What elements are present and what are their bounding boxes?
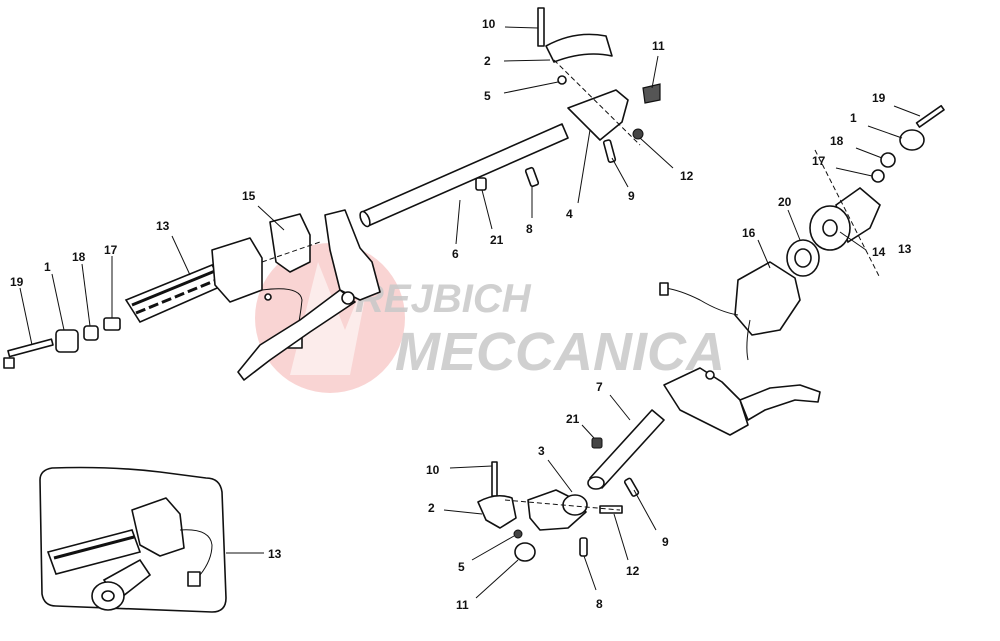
part-master-cylinder-left <box>324 209 381 301</box>
part-clamp-4-upper <box>567 89 629 141</box>
part-ring-20-inner <box>794 248 812 268</box>
callout-20: 20 <box>778 195 792 209</box>
callout-2-upper: 2 <box>484 54 491 68</box>
callout-4-upper: 4 <box>566 207 573 221</box>
part-bolt-19-right <box>915 104 945 128</box>
inset-throttle-bore <box>101 590 115 602</box>
callout-1-right: 1 <box>850 111 857 125</box>
part-nut-21-upper <box>475 177 487 191</box>
part-washer-18-left <box>83 325 99 341</box>
callout-18-left: 18 <box>72 250 86 264</box>
callout-21-upper: 21 <box>490 233 504 247</box>
part-bar-end-1-right <box>899 129 925 151</box>
part-clamp-2-lower <box>477 494 517 529</box>
callout-9-upper: 9 <box>628 189 635 203</box>
right-handlebar-assembly <box>659 104 945 361</box>
callout-11-lower: 11 <box>456 598 469 612</box>
callout-5-lower: 5 <box>458 560 465 574</box>
callout-10-upper: 10 <box>482 17 496 31</box>
callout-3: 3 <box>538 444 545 458</box>
axis-left-assembly <box>261 241 321 263</box>
callout-6: 6 <box>452 247 459 261</box>
callouts: 10 2 5 11 12 9 4 8 21 6 15 13 19 1 18 17… <box>10 17 912 612</box>
cable-connector-right <box>659 282 669 296</box>
watermark-line2: MECCANICA <box>395 322 725 382</box>
left-handlebar-assembly <box>3 209 381 381</box>
cable-right <box>664 287 739 316</box>
part-tube-6 <box>359 123 569 228</box>
callout-16: 16 <box>742 226 756 240</box>
callout-5-upper: 5 <box>484 89 491 103</box>
leader-lines <box>19 26 921 599</box>
part-lever-left <box>237 289 356 381</box>
callout-1-left: 1 <box>44 260 51 274</box>
part-cap-11-upper <box>642 83 661 104</box>
callout-18-right: 18 <box>830 134 844 148</box>
part-pin-9-upper <box>602 139 617 164</box>
axis-upper-clamp <box>553 59 641 146</box>
part-pin-8-upper <box>524 166 540 188</box>
part-screw-12-upper <box>632 128 644 140</box>
callout-12-upper: 12 <box>680 169 694 183</box>
callout-19-left: 19 <box>10 275 24 289</box>
callout-21-lower: 21 <box>566 412 580 426</box>
callout-13-right: 13 <box>898 242 912 256</box>
callout-7: 7 <box>596 380 603 394</box>
callout-10-lower: 10 <box>426 463 440 477</box>
part-grip-13-left <box>124 264 226 324</box>
callout-8-upper: 8 <box>526 222 533 236</box>
part-nut-21-lower <box>591 437 603 449</box>
part-nut-17-left <box>103 317 121 331</box>
part-switch-housing-16 <box>734 261 801 336</box>
part-clamp-2-upper <box>545 33 613 63</box>
part-clamp-15 <box>269 213 311 273</box>
callout-17-left: 17 <box>104 243 118 257</box>
part-nut-5-lower <box>513 529 523 539</box>
inset-cable-connector <box>187 571 201 587</box>
callout-14: 14 <box>872 245 886 259</box>
callout-13-inset: 13 <box>268 547 282 561</box>
part-screw-left <box>264 293 272 301</box>
callout-13-left: 13 <box>156 219 170 233</box>
callout-15: 15 <box>242 189 256 203</box>
part-tube-7 <box>587 409 665 490</box>
part-clamp-3-bore <box>562 494 588 516</box>
part-nut-5-upper <box>557 75 567 85</box>
part-nut-17-right <box>871 169 885 183</box>
part-switch-housing-left <box>211 237 263 303</box>
part-lever-right <box>739 384 821 421</box>
part-grip-14-right <box>809 186 881 251</box>
callout-2-lower: 2 <box>428 501 435 515</box>
callout-17-right: 17 <box>812 154 826 168</box>
callout-19-right: 19 <box>872 91 886 105</box>
part-bar-end-1-left <box>55 329 79 353</box>
inset-detail <box>39 466 227 613</box>
cable-right-lower <box>746 319 751 361</box>
part-bolt-10-lower <box>491 461 498 497</box>
part-pin-9-lower <box>623 477 640 497</box>
part-bolt-10-upper <box>537 7 545 47</box>
part-bolt-19-left <box>3 338 54 369</box>
callout-9-lower: 9 <box>662 535 669 549</box>
callout-12-lower: 12 <box>626 564 640 578</box>
callout-8-lower: 8 <box>596 597 603 611</box>
part-lever-screw-right <box>705 370 715 380</box>
part-cap-11-lower <box>514 542 536 562</box>
inset-cable <box>179 529 213 576</box>
part-washer-18-right <box>880 152 896 168</box>
part-pin-8-lower <box>579 537 588 557</box>
axis-lower-clamp <box>504 499 621 511</box>
lower-handlebar-assembly <box>477 367 821 562</box>
inset-grip-knurl <box>53 535 135 560</box>
callout-11-upper: 11 <box>652 39 665 53</box>
inset-switch-housing <box>131 497 185 557</box>
watermark-line1: REJBICH <box>355 277 532 321</box>
part-lever-pivot-left <box>341 291 355 305</box>
